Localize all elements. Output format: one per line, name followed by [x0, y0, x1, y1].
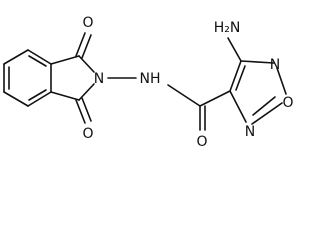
- oxygen-bottom-label: O: [82, 126, 93, 142]
- nh-carbonyl-bond: [167, 84, 201, 107]
- structure-drawing: O O N NH H₂N O N O N: [3, 15, 294, 150]
- amide-carbonyl: [199, 105, 206, 131]
- amino-bond: [227, 37, 242, 62]
- amide-oxygen-label: O: [196, 134, 207, 150]
- amide-ring-bond: [199, 90, 231, 107]
- ring-nitrogen-lower-label: N: [245, 124, 255, 140]
- nh-label: NH: [140, 71, 161, 87]
- imide-ring: [50, 55, 95, 101]
- benzene-ring: [3, 49, 52, 107]
- ring-oxygen-label: O: [282, 95, 293, 111]
- imide-nitrogen-label: N: [94, 71, 104, 87]
- imide-carbonyls: [75, 32, 92, 124]
- molecule-canvas: O O N NH H₂N O N O N: [3, 15, 294, 150]
- ring-nitrogen-upper-label: N: [270, 57, 280, 73]
- oxadiazole-ring: [229, 60, 287, 125]
- amino-label: H₂N: [214, 20, 241, 36]
- oxygen-top-label: O: [82, 15, 93, 31]
